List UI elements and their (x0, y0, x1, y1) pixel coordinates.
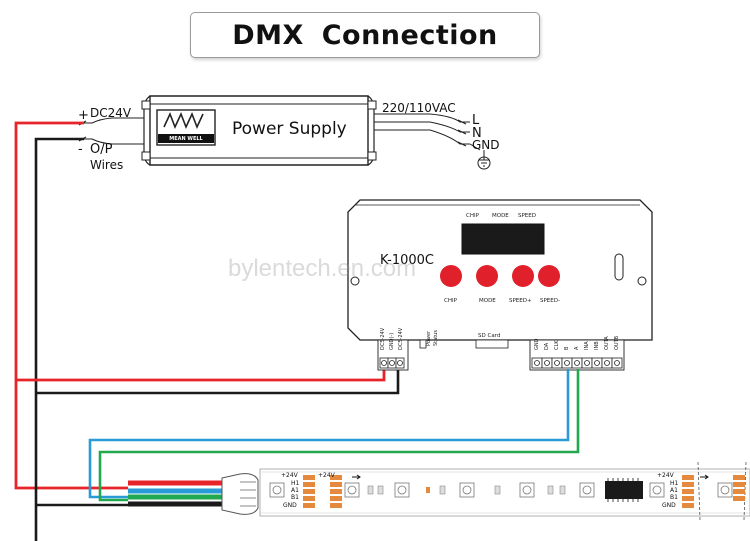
button-label-speed-minus: SPEED- (540, 298, 560, 304)
button-label-chip: CHIP (444, 298, 457, 304)
strip-pad-label-l2: H1 (291, 480, 300, 487)
black-ground-wire (34, 137, 84, 541)
power-terminal-label-2: DC5-24V (398, 327, 404, 350)
brand-logo-text: MW (158, 112, 214, 127)
terminal-screws (379, 357, 623, 369)
indicator-status: Status (433, 330, 439, 346)
signal-terminal-outb: OUTB (614, 335, 620, 350)
dc-minus-sign: - (78, 142, 83, 157)
controller-model: K-1000C (380, 253, 435, 268)
signal-terminal-outa: OUTA (604, 336, 610, 350)
strip-pad-label-l0: +24V (281, 472, 298, 479)
power-supply-label: Power Supply (232, 119, 347, 139)
strip-ic-chip (605, 481, 643, 499)
ac-input-label: 220/110VAC (382, 101, 456, 115)
chip-button (440, 265, 462, 287)
controller-buttons (440, 265, 560, 287)
strip-cable-bundle (128, 473, 259, 515)
signal-terminal-da: DA (544, 342, 550, 350)
signal-terminal-gnd: GND (534, 338, 540, 350)
display-label-chip: CHIP (466, 213, 479, 219)
controller-display (461, 223, 545, 255)
power-terminal-label-1: GND(-) (389, 332, 395, 350)
strip-pad-label-r0: +24V (657, 472, 674, 479)
diagram-title: DMX Connection (232, 19, 498, 51)
strip-pad-label-l3: A1 (291, 487, 299, 494)
ac-input-wires (374, 113, 491, 170)
signal-terminal-a: A (574, 346, 580, 350)
strip-pads-left (303, 475, 342, 508)
terminal-gnd: GND (472, 138, 500, 152)
speed-minus-button (538, 265, 560, 287)
strip-leds (269, 482, 733, 498)
dc24v-label: DC24V (90, 106, 132, 120)
wires-label: Wires (90, 158, 124, 172)
power-supply-unit (141, 95, 377, 166)
title-box: DMX Connection (190, 12, 540, 58)
led-strip (259, 461, 750, 521)
black-controller-ground-wire (36, 369, 400, 395)
signal-terminal-inb: INB (594, 341, 600, 350)
strip-pad-label-r3: B1 (670, 494, 678, 501)
strip-pad-label-r1: H1 (670, 480, 679, 487)
signal-terminal-b: B (564, 346, 570, 350)
red-controller-power-wire (16, 369, 386, 382)
strip-pad-label-l1: +24V (318, 472, 335, 479)
red-power-wire (14, 121, 128, 490)
op-label: O/P (90, 142, 113, 157)
strip-pad-label-l4: B1 (291, 494, 299, 501)
blue-signal-wire (88, 369, 570, 499)
display-label-speed: SPEED (518, 213, 536, 219)
strip-pad-label-r2: A1 (670, 487, 678, 494)
green-signal-wire (98, 369, 580, 502)
indicator-power: Power (426, 330, 432, 346)
button-label-mode: MODE (479, 298, 496, 304)
terminal-n: N (472, 126, 482, 141)
display-label-mode: MODE (492, 213, 509, 219)
controller-unit (347, 199, 653, 371)
button-label-speed-plus: SPEED+ (509, 298, 532, 304)
mode-button (476, 265, 498, 287)
strip-pad-label-r4: GND (662, 502, 676, 509)
sd-card-label: SD Card (478, 333, 501, 339)
watermark: bylentech.en.com (228, 255, 417, 282)
power-terminal-label-0: DC5-24V (380, 327, 386, 350)
signal-terminal-clk: CLK (554, 340, 560, 350)
dc-plus-sign: + (78, 108, 89, 123)
terminal-l: L (472, 113, 480, 128)
speed-plus-button (512, 265, 534, 287)
strip-pads-right (682, 475, 745, 508)
brand-name: MEAN WELL (169, 136, 203, 142)
strip-pad-label-l5: GND (283, 502, 297, 509)
signal-terminal-ina: INA (584, 341, 590, 350)
